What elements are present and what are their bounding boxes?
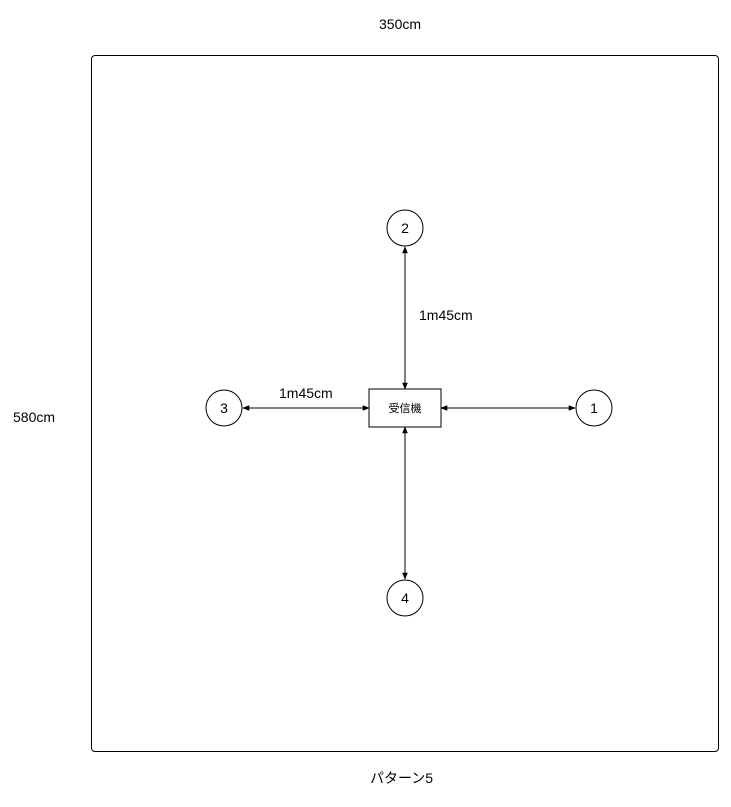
node-3-label: 3 (220, 400, 228, 416)
node-3: 3 (205, 389, 243, 427)
room-width-label: 350cm (379, 16, 422, 32)
receiver-label: 受信機 (389, 401, 422, 415)
room-outline (91, 55, 719, 752)
pattern-caption: パターン5 (370, 770, 434, 786)
node-2-label: 2 (401, 220, 409, 236)
node-4-label: 4 (401, 590, 409, 606)
node-1-label: 1 (590, 400, 598, 416)
receiver-box: 受信機 (368, 388, 442, 428)
node-2: 2 (386, 209, 424, 247)
node-1: 1 (575, 389, 613, 427)
node-4: 4 (386, 579, 424, 617)
room-height-label: 580cm (13, 409, 56, 425)
horizontal-distance-label: 1m45cm (279, 385, 333, 401)
vertical-distance-label: 1m45cm (419, 307, 473, 323)
